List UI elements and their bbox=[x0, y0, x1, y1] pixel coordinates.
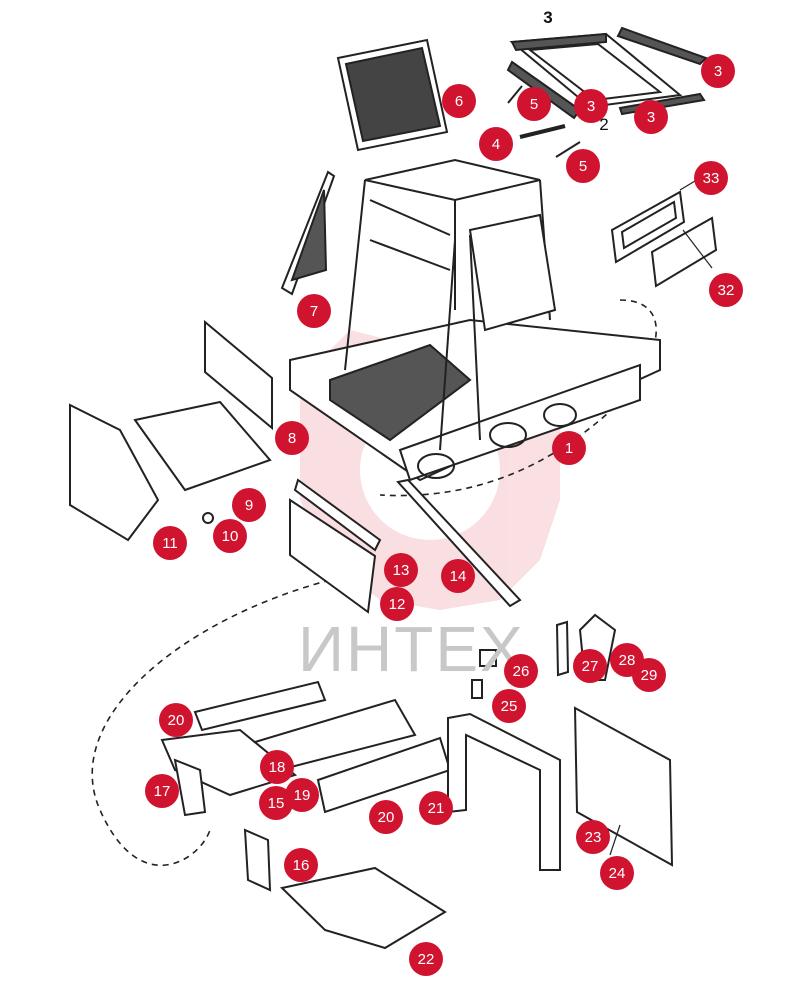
part-13-strip bbox=[293, 478, 382, 552]
part-9-floor-plate bbox=[133, 400, 272, 492]
part-4-bar bbox=[519, 124, 566, 139]
part-5-pin-upper bbox=[507, 85, 523, 104]
callout-5[interactable]: 5 bbox=[517, 87, 551, 121]
callout-19[interactable]: 19 bbox=[285, 778, 319, 812]
label-inner-2: 2 bbox=[599, 115, 609, 134]
callout-14[interactable]: 14 bbox=[441, 559, 475, 593]
part-5-pin-lower bbox=[555, 141, 581, 158]
callout-18[interactable]: 18 bbox=[260, 750, 294, 784]
part-20-upper-cover bbox=[193, 680, 327, 732]
callout-33[interactable]: 33 bbox=[694, 161, 728, 195]
dashed-guide-upper bbox=[379, 299, 657, 497]
part-1-cab-frame bbox=[289, 158, 661, 482]
callout-26[interactable]: 26 bbox=[504, 654, 538, 688]
watermark-text: ИНТЕХ bbox=[298, 613, 525, 685]
callout-20[interactable]: 20 bbox=[159, 703, 193, 737]
part-25-bracket bbox=[471, 679, 483, 699]
callout-24[interactable]: 24 bbox=[600, 856, 634, 890]
callout-6[interactable]: 6 bbox=[442, 84, 476, 118]
callout-8[interactable]: 8 bbox=[275, 421, 309, 455]
label-top-3: 3 bbox=[543, 8, 553, 27]
part-22-bottom-plate bbox=[279, 866, 447, 950]
callout-25[interactable]: 25 bbox=[492, 689, 526, 723]
callout-23[interactable]: 23 bbox=[576, 820, 610, 854]
part-8-panel bbox=[204, 319, 273, 431]
callout-9[interactable]: 9 bbox=[232, 488, 266, 522]
callout-12[interactable]: 12 bbox=[380, 587, 414, 621]
part-10-fastener bbox=[202, 512, 214, 524]
callout-1[interactable]: 1 bbox=[552, 431, 586, 465]
callout-4[interactable]: 4 bbox=[479, 127, 513, 161]
callout-11[interactable]: 11 bbox=[153, 526, 187, 560]
callout-3[interactable]: 3 bbox=[701, 54, 735, 88]
dashed-guide-lower bbox=[91, 579, 331, 867]
part-6-mesh-panel bbox=[336, 38, 449, 152]
part-12-plate bbox=[289, 498, 377, 614]
callout-20[interactable]: 20 bbox=[369, 800, 403, 834]
callout-29[interactable]: 29 bbox=[632, 658, 666, 692]
part-11-side-plate bbox=[69, 403, 160, 542]
callout-17[interactable]: 17 bbox=[145, 774, 179, 808]
part-26-hinge bbox=[479, 649, 497, 667]
part-7-side-mesh bbox=[280, 170, 336, 296]
callout-27[interactable]: 27 bbox=[573, 649, 607, 683]
callout-21[interactable]: 21 bbox=[419, 791, 453, 825]
callout-16[interactable]: 16 bbox=[284, 848, 318, 882]
callout-10[interactable]: 10 bbox=[213, 519, 247, 553]
part-33-window-frame bbox=[610, 190, 686, 264]
callout-7[interactable]: 7 bbox=[297, 294, 331, 328]
part-27-latch bbox=[555, 620, 570, 677]
part-16-bracket bbox=[243, 828, 272, 892]
part-32-pad bbox=[650, 216, 718, 288]
part-21-side-frame bbox=[447, 712, 561, 871]
part-17-leg bbox=[173, 758, 207, 817]
part-14-rail bbox=[396, 478, 522, 608]
callout-5[interactable]: 5 bbox=[566, 149, 600, 183]
callout-22[interactable]: 22 bbox=[409, 942, 443, 976]
part-23-door-frame bbox=[573, 706, 674, 867]
callout-3[interactable]: 3 bbox=[634, 100, 668, 134]
callout-32[interactable]: 32 bbox=[709, 273, 743, 307]
callout-13[interactable]: 13 bbox=[384, 553, 418, 587]
callout-3[interactable]: 3 bbox=[574, 89, 608, 123]
